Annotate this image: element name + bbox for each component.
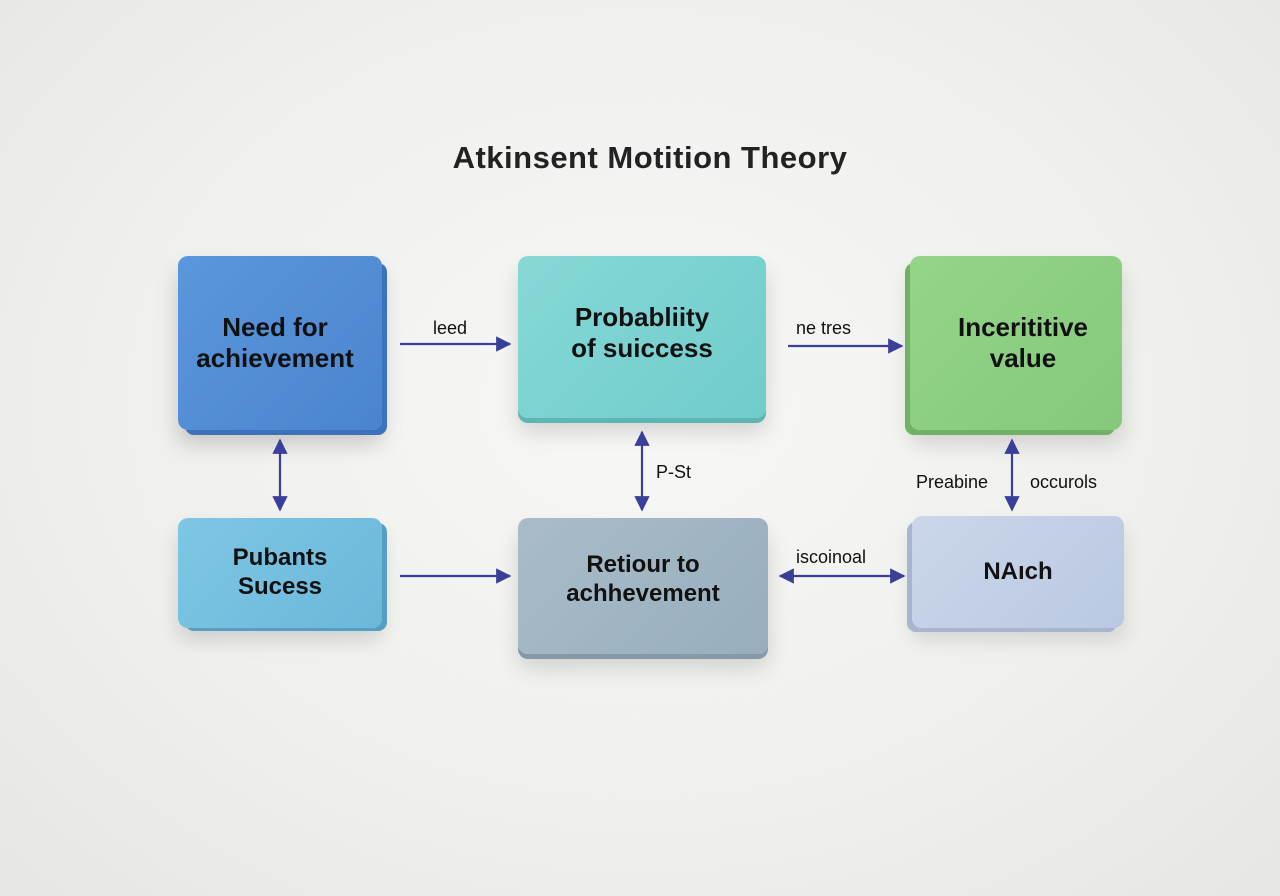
edge-label-ret-nach: iscoinoal [796,547,867,567]
diagram-title: Atkinsent Motition Theory [452,140,848,175]
edge-label-prob-ret: P-St [656,462,692,482]
node-probability-of-success: Probabliity of suiccess [518,256,766,418]
edge-label-prob-inc: ne tres [796,318,852,338]
edge-label-inc-nach-left: Preabine [916,472,989,492]
node-need-for-achievement: Need for achievement [178,256,382,430]
node-incentive-value: Incerititive value [910,256,1122,430]
node-retiour-to-achievement: Retiour to achhevement [518,518,768,654]
edge-label-inc-nach-right: occurols [1030,472,1098,492]
node-nach: NAıch [912,516,1124,628]
edge-label-need-prob: leed [433,318,468,338]
node-pubants-sucess: Pubants Sucess [178,518,382,628]
